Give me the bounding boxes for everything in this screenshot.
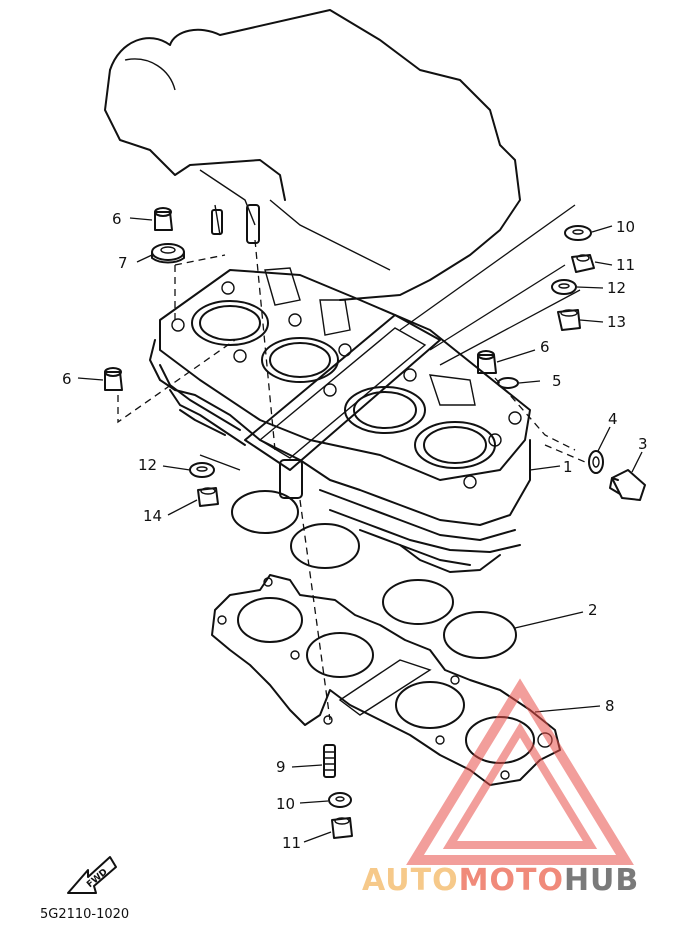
callout-12-left: 12 (138, 456, 157, 474)
callout-6-left: 6 (62, 370, 72, 388)
watermark-hub: HUB (564, 863, 639, 898)
callout-13: 13 (607, 313, 626, 331)
washer-12-left (189, 462, 215, 478)
callout-11-right: 11 (616, 256, 635, 274)
washer-4 (588, 450, 604, 474)
automotohub-watermark: AUTOMOTOHUB (362, 678, 639, 898)
callout-11-bottom: 11 (282, 834, 301, 852)
nut-14 (197, 487, 219, 507)
callout-8: 8 (605, 697, 615, 715)
callout-2: 2 (588, 601, 598, 619)
dowel-6-top (154, 207, 173, 231)
callout-14: 14 (143, 507, 162, 525)
watermark-triangle-icon (406, 678, 634, 865)
callout-10-bottom: 10 (276, 795, 295, 813)
crankcase-studs (211, 204, 260, 244)
stud-9 (323, 744, 336, 778)
watermark-moto: MOTO (459, 863, 564, 898)
callout-9: 9 (276, 758, 286, 776)
crankcase-outline (104, 9, 521, 301)
callout-4: 4 (608, 410, 618, 428)
nut-13 (557, 309, 581, 331)
base-gasket (211, 574, 561, 786)
leader-lines (77, 217, 643, 843)
washer-7 (151, 243, 185, 264)
callout-1: 1 (563, 458, 573, 476)
diagram-code: 5G2110-1020 (40, 907, 129, 922)
cylinder-block (149, 267, 531, 573)
callouts: 1 2 3 4 5 6 6 6 7 8 9 10 10 11 11 12 12 … (62, 210, 648, 852)
nut-11-bottom (331, 817, 353, 839)
o-rings (231, 490, 517, 659)
callout-5: 5 (552, 372, 562, 390)
bolt-3 (609, 469, 646, 501)
dowel-6-left (104, 367, 123, 391)
svg-text:AUTOMOTOHUB: AUTOMOTOHUB (362, 863, 639, 898)
o-ring-5 (497, 377, 519, 389)
callout-12-right: 12 (607, 279, 626, 297)
dowel-6-right (477, 350, 497, 374)
watermark-auto: AUTO (362, 863, 459, 898)
callout-3: 3 (638, 435, 648, 453)
nut-11-right (571, 254, 595, 273)
callout-10-right: 10 (616, 218, 635, 236)
callout-7: 7 (118, 254, 128, 272)
callout-6-right: 6 (540, 338, 550, 356)
washer-10-right (564, 225, 592, 241)
washer-12-right (551, 279, 577, 295)
washer-10-bottom (328, 792, 352, 808)
fwd-arrow-icon: FWD (67, 856, 117, 894)
alignment-lines (117, 204, 586, 721)
callout-6-top: 6 (112, 210, 122, 228)
